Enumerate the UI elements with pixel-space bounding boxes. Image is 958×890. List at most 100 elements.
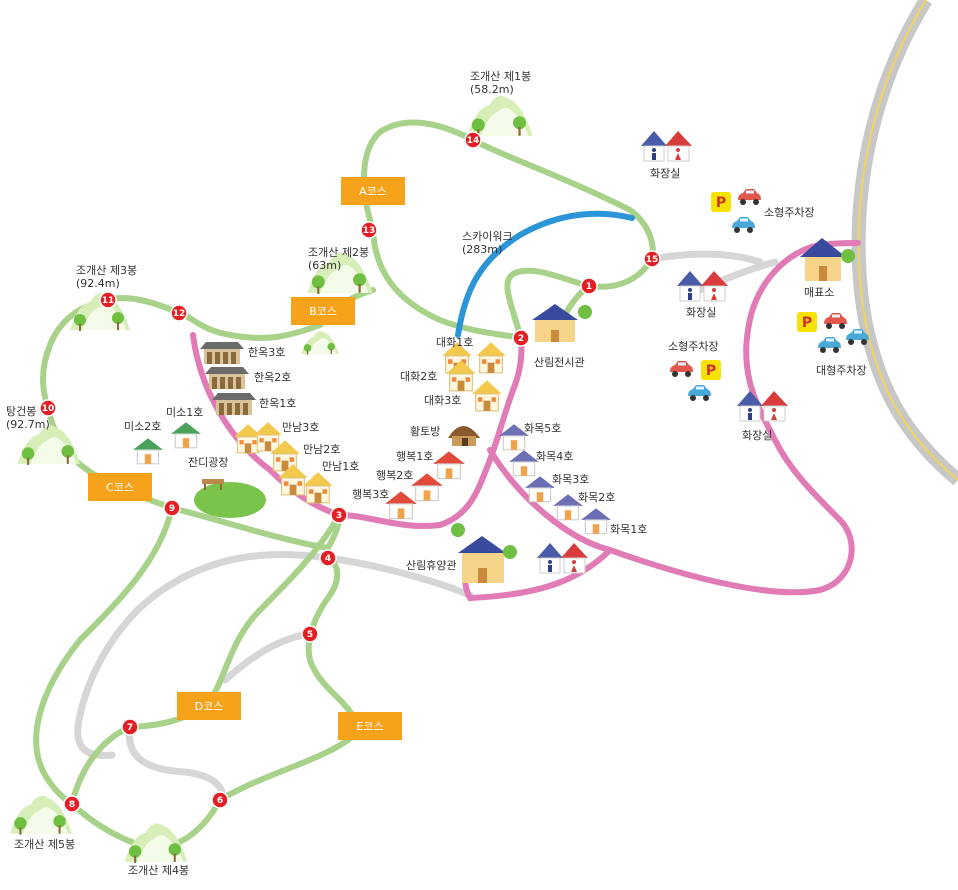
- marker-15[interactable]: 15: [643, 250, 661, 268]
- parking-icon: P: [711, 192, 731, 212]
- car-icon: [688, 385, 711, 401]
- marker-number: 1: [586, 282, 592, 292]
- marker-13[interactable]: 13: [360, 221, 378, 239]
- label-miso1: 미소1호: [166, 406, 203, 419]
- car-icon: [670, 361, 693, 377]
- label-toilet: 화장실: [686, 306, 716, 319]
- peak-1-name: 조개산 제1봉: [470, 70, 531, 83]
- label-lawn-plaza: 잔디광장: [188, 456, 228, 469]
- marker-1[interactable]: 1: [580, 277, 598, 295]
- marker-number: 3: [336, 511, 342, 521]
- peak-4-name: 조개산 제4봉: [128, 864, 189, 877]
- label-haengbok1: 행복1호: [396, 450, 433, 463]
- cottage-icon: [475, 341, 507, 374]
- skywalk-length: (283m): [462, 243, 502, 256]
- marker-4[interactable]: 4: [319, 549, 337, 567]
- toilet-icon: [676, 270, 729, 302]
- marker-number: 14: [467, 136, 480, 146]
- marker-7[interactable]: 7: [121, 718, 139, 736]
- course-label: E코스: [356, 720, 383, 733]
- car-icon: [732, 217, 755, 233]
- marker-number: 5: [307, 630, 313, 640]
- marker-3[interactable]: 3: [330, 506, 348, 524]
- course-badge-a[interactable]: A코스: [341, 177, 405, 205]
- ticket-office-icon: [800, 238, 855, 281]
- peak-5-name: 조개산 제5봉: [14, 838, 75, 851]
- house-icon: [524, 475, 556, 503]
- highway: [851, 0, 958, 486]
- cottage-icon: [253, 421, 283, 452]
- house-icon: [580, 507, 612, 535]
- hanok-icon: [212, 393, 256, 415]
- marker-number: 13: [363, 226, 376, 236]
- label-toilet: 화장실: [742, 429, 772, 442]
- marker-2[interactable]: 2: [512, 329, 530, 347]
- label-large-parking: 대형주차장: [816, 364, 867, 377]
- house-icon: [132, 437, 164, 465]
- peak-2-height: (63m): [308, 259, 341, 272]
- course-label: C코스: [106, 481, 134, 494]
- course-badge-b[interactable]: B코스: [291, 297, 355, 325]
- label-small-parking: 소형주차장: [668, 340, 719, 353]
- house-icon: [508, 449, 540, 477]
- label-ticket-office: 매표소: [804, 286, 834, 299]
- parking-symbol: P: [706, 363, 716, 379]
- label-toilet: 화장실: [650, 167, 680, 180]
- mountain-icon: [17, 425, 81, 465]
- marker-8[interactable]: 8: [63, 795, 81, 813]
- marker-number: 9: [169, 504, 175, 514]
- label-daehwa3: 대화3호: [424, 394, 461, 407]
- mountain-icon: [467, 95, 533, 137]
- label-haengbok3: 행복3호: [352, 488, 389, 501]
- cottage-icon: [471, 379, 503, 412]
- mountain-icon: [10, 795, 72, 835]
- hanok-icon: [200, 342, 244, 364]
- marker-14[interactable]: 14: [464, 131, 482, 149]
- peak-3-name: 조개산 제3봉: [76, 264, 137, 277]
- lodge-icon: [451, 523, 517, 583]
- mountain-icon: [301, 331, 339, 355]
- marker-10[interactable]: 10: [39, 399, 57, 417]
- marker-number: 6: [217, 796, 223, 806]
- hwangto-icon: [448, 426, 480, 446]
- skywalk-path: [455, 210, 635, 338]
- course-label: D코스: [195, 700, 224, 713]
- course-badge-e[interactable]: E코스: [338, 712, 402, 740]
- marker-number: 11: [102, 296, 115, 306]
- label-small-parking: 소형주차장: [764, 206, 815, 219]
- tanggeon-peak-height: (92.7m): [6, 418, 50, 431]
- label-lodge: 산림휴양관: [406, 559, 457, 572]
- parking-symbol: P: [802, 315, 812, 331]
- course-badge-c[interactable]: C코스: [88, 473, 152, 501]
- house-icon: [170, 421, 202, 449]
- mountain-icon: [124, 823, 188, 863]
- label-mannam1: 만남1호: [322, 460, 359, 473]
- marker-5[interactable]: 5: [301, 625, 319, 643]
- marker-number: 10: [42, 404, 55, 414]
- car-icon: [824, 313, 847, 329]
- label-daehwa2: 대화2호: [400, 370, 437, 383]
- marker-12[interactable]: 12: [170, 304, 188, 322]
- label-hwamok1: 화목1호: [610, 523, 647, 536]
- label-hwamok4: 화목4호: [536, 450, 573, 463]
- marker-number: 7: [127, 723, 133, 733]
- marker-9[interactable]: 9: [163, 499, 181, 517]
- label-haengbok2: 행복2호: [376, 469, 413, 482]
- marker-number: 8: [69, 800, 75, 810]
- marker-number: 15: [646, 255, 659, 265]
- skywalk-name: 스카이워크: [462, 230, 513, 243]
- parking-symbol: P: [716, 195, 726, 211]
- exhibition-icon: [532, 304, 592, 342]
- label-daehwa1: 대화1호: [436, 336, 473, 349]
- label-hwamok5: 화목5호: [524, 422, 561, 435]
- marker-11[interactable]: 11: [99, 291, 117, 309]
- label-hanok2: 한옥2호: [254, 371, 291, 384]
- marker-6[interactable]: 6: [211, 791, 229, 809]
- house-icon: [384, 490, 418, 520]
- parking-icon: P: [701, 360, 721, 380]
- course-badge-d[interactable]: D코스: [177, 692, 241, 720]
- label-exhibition: 산림전시관: [534, 356, 585, 369]
- label-hanok3: 한옥3호: [248, 346, 285, 359]
- toilet-icon: [536, 542, 589, 574]
